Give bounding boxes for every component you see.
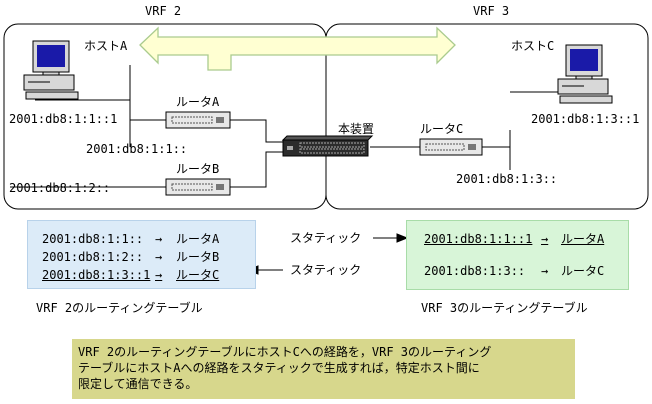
vrf2-row-1-arrow: →	[155, 232, 163, 246]
vrf2-row-2-dest: 2001:db8:1:2::	[42, 250, 144, 264]
network-a-address: 2001:db8:1:1::	[86, 142, 188, 156]
vrf2-row-3-dest: 2001:db8:1:3::1	[42, 268, 151, 282]
static-label-bottom: スタティック	[290, 263, 362, 277]
vrf2-row-1-dest: 2001:db8:1:1::	[42, 232, 144, 246]
vrf2-row-3-arrow: →	[155, 268, 163, 282]
switch-device-icon	[281, 135, 374, 157]
router-c-icon	[419, 138, 483, 156]
host-c-computer-icon	[557, 44, 613, 104]
vrf2-row-2-arrow: →	[155, 250, 163, 264]
host-flow-arrow	[139, 26, 456, 71]
host-a-label: ホストA	[84, 39, 128, 53]
vrf3-title: VRF 3	[473, 4, 510, 18]
vrf3-row-2-arrow: →	[541, 264, 549, 278]
vrf2-row-1-via: ルータA	[176, 232, 220, 246]
vrf3-row-2-dest: 2001:db8:1:3::	[424, 264, 526, 278]
vrf3-row-1-arrow: →	[541, 232, 549, 246]
vrf2-row-2-via: ルータB	[176, 250, 220, 264]
vrf2-row-3-via: ルータC	[176, 268, 220, 282]
router-c-label: ルータC	[420, 122, 464, 136]
network-b-address: 2001:db8:1:2::	[9, 181, 111, 195]
network-c-address: 2001:db8:1:3::	[456, 172, 558, 186]
note-line-3: 限定して通信できる。	[78, 377, 198, 391]
router-b-icon	[165, 178, 231, 196]
vrf2-title: VRF 2	[145, 4, 182, 18]
explanation-note: VRF 2のルーティングテーブルにホストCへの経路を，VRF 3のルーティング …	[72, 339, 575, 399]
vrf3-row-1-dest: 2001:db8:1:1::1	[424, 232, 533, 246]
host-a-computer-icon	[23, 40, 79, 100]
device-label: 本装置	[338, 122, 375, 136]
router-a-icon	[165, 111, 231, 129]
vrf3-table-caption: VRF 3のルーティングテーブル	[421, 301, 588, 315]
host-c-label: ホストC	[511, 39, 555, 53]
vrf3-routing-table: 2001:db8:1:1::1 → ルータA 2001:db8:1:3:: → …	[406, 220, 629, 290]
note-line-2: テーブルにホストAへの経路をスタティックで生成すれば，特定ホスト間に	[78, 361, 480, 375]
host-a-address: 2001:db8:1:1::1	[9, 112, 118, 126]
vrf3-row-2-via: ルータC	[561, 264, 605, 278]
router-a-label: ルータA	[176, 95, 220, 109]
host-c-address: 2001:db8:1:3::1	[531, 112, 640, 126]
vrf2-table-caption: VRF 2のルーティングテーブル	[36, 301, 203, 315]
note-line-1: VRF 2のルーティングテーブルにホストCへの経路を，VRF 3のルーティング	[78, 345, 492, 359]
router-b-label: ルータB	[176, 162, 220, 176]
vrf2-routing-table: 2001:db8:1:1:: → ルータA 2001:db8:1:2:: → ル…	[27, 220, 256, 289]
vrf3-row-1-via: ルータA	[561, 232, 605, 246]
static-label-top: スタティック	[290, 231, 362, 245]
